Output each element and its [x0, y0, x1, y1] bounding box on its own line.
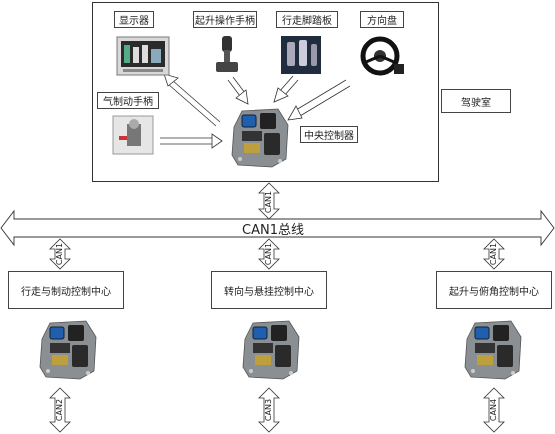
arrow-lift-handle-to-controller — [227, 76, 249, 105]
travel-pedal-label: 行走脚踏板 — [276, 11, 338, 28]
can4-link-arrow — [483, 387, 505, 433]
can4-link-label: CAN4 — [489, 398, 498, 422]
can1-lift-link-label: CAN1 — [489, 242, 498, 266]
can1-cab-link-label: CAN1 — [264, 190, 273, 214]
steer-controller-icon — [242, 320, 300, 380]
travel-controller-icon — [39, 320, 97, 380]
travel-brake-center-box: 行走与制动控制中心 — [8, 271, 124, 309]
can1-steer-link-label: CAN1 — [264, 242, 273, 266]
lift-luffing-center-box: 起升与俯角控制中心 — [436, 271, 552, 309]
can1-bus-label: CAN1总线 — [242, 222, 304, 238]
can1-bus-arrow — [0, 209, 555, 247]
can2-link-label: CAN2 — [55, 398, 64, 422]
can1-cab-link-arrow — [258, 182, 280, 220]
cab-frame — [92, 2, 439, 182]
brake-handle-label: 气制动手柄 — [97, 92, 159, 109]
arrow-wheel-to-controller — [287, 79, 351, 121]
steering-wheel-label: 方向盘 — [360, 11, 404, 28]
can1-travel-link-arrow — [49, 238, 71, 270]
lift-handle-label: 起升操作手柄 — [193, 11, 257, 28]
steering-wheel-thumbnail — [360, 36, 404, 76]
brake-handle-thumbnail — [112, 115, 154, 155]
can3-link-arrow — [258, 387, 280, 433]
display-label: 显示器 — [114, 11, 154, 28]
steer-suspension-center-box: 转向与悬挂控制中心 — [211, 271, 327, 309]
can2-link-arrow — [49, 387, 71, 433]
lift-handle-thumbnail — [216, 36, 238, 72]
arrow-brake-to-controller — [160, 133, 223, 149]
arrow-controller-to-display — [163, 73, 221, 127]
can1-travel-link-label: CAN1 — [55, 242, 64, 266]
can1-steer-link-arrow — [258, 238, 280, 270]
central-controller-label: 中央控制器 — [300, 126, 358, 143]
cab-label: 驾驶室 — [441, 89, 511, 113]
can3-link-label: CAN3 — [264, 398, 273, 422]
lift-controller-icon — [464, 320, 522, 380]
pedal-thumbnail — [281, 36, 321, 74]
display-thumbnail — [116, 36, 170, 76]
arrow-pedal-to-controller — [273, 75, 299, 103]
can1-lift-link-arrow — [483, 238, 505, 270]
